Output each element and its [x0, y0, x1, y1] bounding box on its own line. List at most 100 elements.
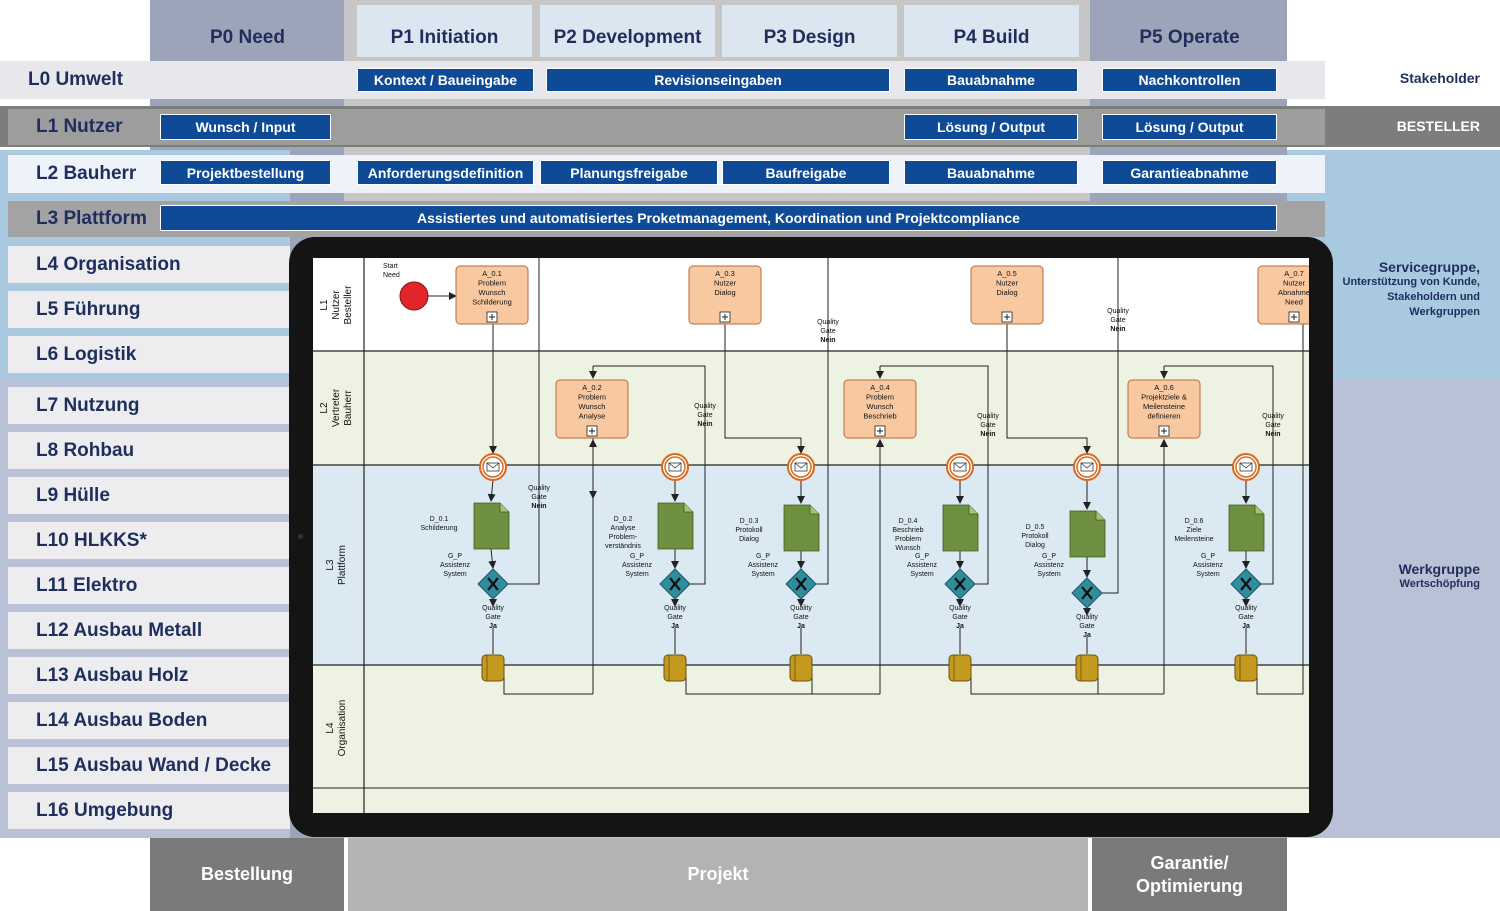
datastore-icon — [1075, 654, 1099, 682]
bar-l1-p4: Lösung / Output — [904, 114, 1078, 140]
svg-text:Nutzer: Nutzer — [331, 290, 342, 320]
bar-l2-p0: Projektbestellung — [160, 160, 331, 185]
svg-text:Ja: Ja — [956, 623, 964, 630]
document-d1 — [473, 502, 510, 550]
svg-text:D_0.3: D_0.3 — [740, 518, 759, 525]
svg-text:Assistenz: Assistenz — [622, 562, 652, 569]
layer-row-l14: L14 Ausbau Boden — [8, 702, 290, 739]
svg-text:D_0.4: D_0.4 — [899, 518, 918, 525]
svg-text:Analyse: Analyse — [579, 412, 606, 421]
layer-row-l6: L6 Logistik — [8, 336, 290, 373]
svg-text:Organisation: Organisation — [337, 700, 348, 757]
layer-label: L2 Bauherr — [36, 163, 137, 184]
service-line-3: Werkgruppen — [1409, 306, 1480, 318]
datastore-icon — [948, 654, 972, 682]
svg-text:Need: Need — [383, 272, 400, 279]
svg-text:A_0.6: A_0.6 — [1154, 383, 1174, 392]
svg-text:Quality: Quality — [1262, 413, 1284, 420]
envelope-icon — [668, 462, 682, 472]
svg-text:verständnis: verständnis — [605, 543, 641, 550]
svg-text:Gate: Gate — [820, 328, 835, 335]
datastore-icon — [789, 654, 813, 682]
lane-label-l1: L1 Nutzer Besteller — [319, 285, 354, 325]
svg-text:Problem: Problem — [578, 393, 606, 402]
garantie-line-2: Optimierung — [1136, 875, 1243, 896]
svg-text:D_0.6: D_0.6 — [1185, 518, 1204, 525]
envelope-icon — [486, 462, 500, 472]
garantie-line-1: Garantie/ — [1150, 852, 1229, 873]
svg-text:L3: L3 — [325, 559, 336, 571]
svg-text:L2: L2 — [319, 402, 330, 414]
lane-label-l2: L2 Vertreter Bauherr — [319, 388, 354, 427]
svg-text:Gate: Gate — [793, 614, 808, 621]
svg-text:Quality: Quality — [1107, 308, 1129, 315]
layer-row-l9: L9 Hülle — [8, 477, 290, 514]
document-d4 — [942, 504, 979, 552]
svg-text:Projektziele &: Projektziele & — [1141, 393, 1187, 402]
layer-label: L15 Ausbau Wand / Decke — [36, 754, 272, 776]
layer-row-l12: L12 Ausbau Metall — [8, 612, 290, 649]
document-d5 — [1069, 510, 1106, 558]
document-d2 — [657, 502, 694, 550]
envelope-icon — [1239, 462, 1253, 472]
phase-header-p2: P2 Development — [540, 5, 715, 57]
activity-a05 — [970, 265, 1044, 325]
bar-l1-p5: Lösung / Output — [1102, 114, 1277, 140]
svg-text:Protokoll: Protokoll — [735, 527, 763, 534]
envelope-icon — [794, 462, 808, 472]
activity-a03 — [688, 265, 762, 325]
diagram-screen: L1 Nutzer Besteller L2 Vertreter Bauherr… — [313, 258, 1309, 813]
svg-text:Wunsch: Wunsch — [867, 402, 894, 411]
start-label: Start Need — [383, 263, 400, 279]
svg-text:L1: L1 — [319, 299, 330, 311]
layer-row-l16: L16 Umgebung — [8, 792, 290, 829]
svg-text:A_0.5: A_0.5 — [997, 269, 1017, 278]
service-line-1: Unterstützung von Kunde, — [1342, 276, 1481, 288]
svg-text:A_0.4: A_0.4 — [870, 383, 890, 392]
layer-row-l8: L8 Rohbau — [8, 432, 290, 469]
svg-text:Beschrieb: Beschrieb — [863, 412, 896, 421]
svg-text:Quality: Quality — [949, 605, 971, 612]
tablet-camera — [298, 534, 303, 539]
svg-text:Dialog: Dialog — [714, 288, 735, 297]
svg-text:Gate: Gate — [980, 422, 995, 429]
svg-text:Ja: Ja — [797, 623, 805, 630]
phase-header-p5: P5 Operate — [1102, 5, 1277, 57]
svg-text:Nein: Nein — [980, 431, 995, 438]
service-line-2: Stakeholdern und — [1387, 291, 1480, 303]
layer-label: L0 Umwelt — [28, 69, 124, 90]
svg-text:Dialog: Dialog — [1025, 542, 1045, 549]
svg-text:Gate: Gate — [667, 614, 682, 621]
datastore-icon — [663, 654, 687, 682]
svg-text:Schilderung: Schilderung — [421, 525, 458, 532]
svg-text:Beschrieb: Beschrieb — [892, 527, 923, 534]
svg-text:G_P: G_P — [756, 553, 770, 560]
layer-label: L8 Rohbau — [36, 439, 135, 461]
svg-text:System: System — [1196, 571, 1220, 578]
svg-text:Meilensteine: Meilensteine — [1174, 536, 1213, 543]
svg-text:A_0.2: A_0.2 — [582, 383, 602, 392]
svg-text:G_P: G_P — [1201, 553, 1215, 560]
layer-label: L9 Hülle — [36, 484, 110, 506]
svg-text:D_0.1: D_0.1 — [430, 516, 449, 523]
svg-text:Nein: Nein — [1110, 326, 1125, 333]
werk-sub: Wertschöpfung — [1399, 578, 1480, 590]
activity-a06 — [1127, 379, 1201, 439]
svg-text:Quality: Quality — [482, 605, 504, 612]
svg-text:System: System — [751, 571, 775, 578]
lane-label-l4: L4 Organisation — [325, 700, 348, 757]
envelope-icon — [953, 462, 967, 472]
svg-text:Quality: Quality — [977, 413, 999, 420]
svg-text:Wunsch: Wunsch — [895, 545, 920, 552]
svg-text:Ja: Ja — [489, 623, 497, 630]
